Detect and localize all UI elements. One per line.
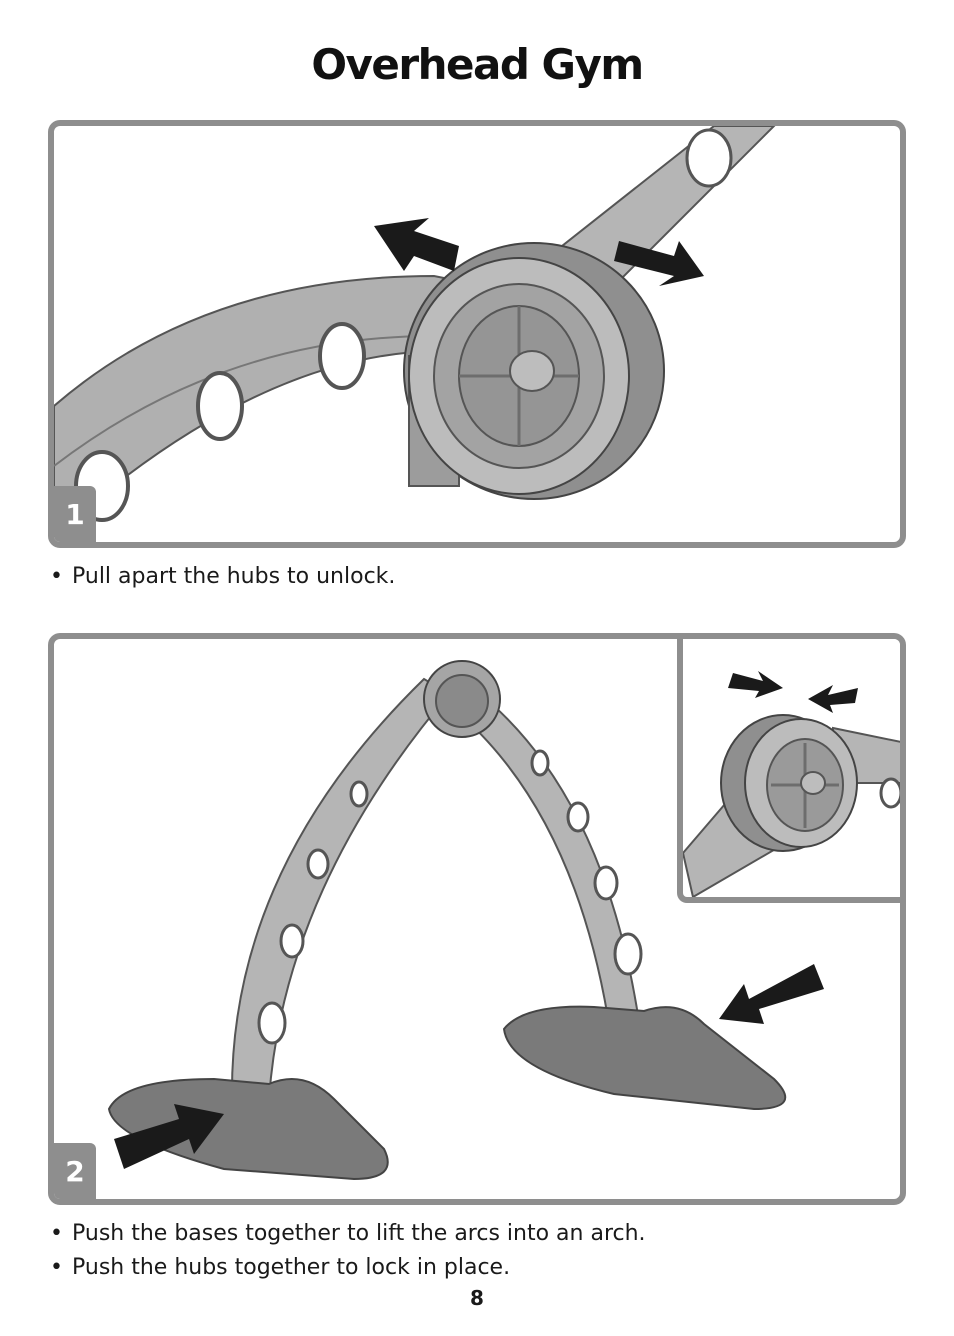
step-number-1: 1	[54, 486, 96, 542]
page-number: 8	[470, 1286, 484, 1310]
step-2-inset	[677, 639, 900, 903]
step-1-illustration	[54, 126, 776, 538]
inset-arrow-left	[808, 685, 858, 713]
step-number-2: 2	[54, 1143, 96, 1199]
step-2-instructions: Push the bases together to lift the arcs…	[50, 1217, 646, 1285]
step-1-panel: 1	[48, 120, 906, 548]
instruction-item: Push the hubs together to lock in place.	[50, 1251, 646, 1285]
inset-arrow-right	[728, 671, 783, 698]
step-2-panel: 2	[48, 633, 906, 1205]
instruction-item: Push the bases together to lift the arcs…	[50, 1217, 646, 1251]
arrow-left	[374, 218, 459, 271]
instruction-item: Pull apart the hubs to unlock.	[50, 560, 395, 594]
page-title: Overhead Gym	[311, 40, 644, 89]
arrow-right	[614, 241, 704, 286]
step-2-illustration	[107, 660, 824, 1181]
step-1-instructions: Pull apart the hubs to unlock.	[50, 560, 395, 594]
inset-hub-illustration	[683, 671, 900, 897]
arrow-left-base	[719, 964, 824, 1024]
arrow-right-base	[114, 1104, 224, 1169]
